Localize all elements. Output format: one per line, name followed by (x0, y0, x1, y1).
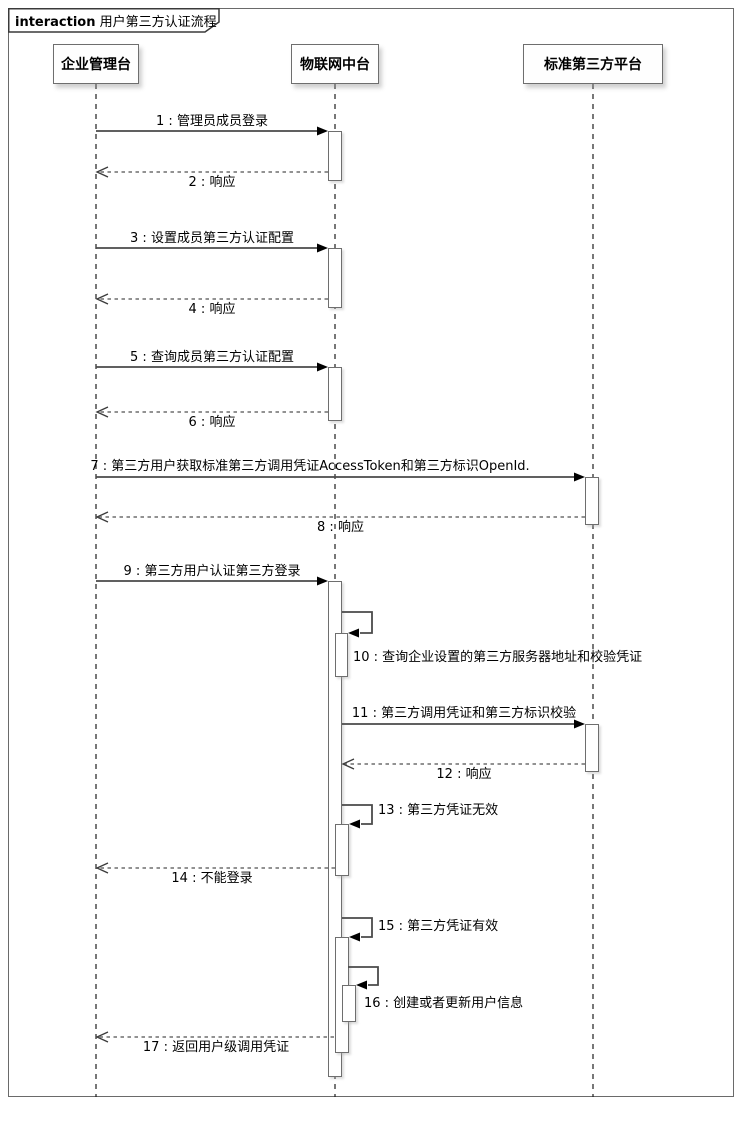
message-9-arrow (96, 576, 328, 586)
message-10-label: 10 : 查询企业设置的第三方服务器地址和校验凭证 (353, 650, 643, 665)
activation-iot-msg3 (328, 248, 342, 308)
message-13-self-arrow (342, 804, 373, 829)
message-17-return-arrow (95, 1031, 334, 1043)
participant-enterprise-console: 企业管理台 (53, 44, 139, 84)
message-6-return-arrow (95, 406, 328, 418)
message-14-return-arrow (95, 862, 335, 874)
message-5-label: 5 : 查询成员第三方认证配置 (130, 350, 294, 365)
diagram-title: interaction 用户第三方认证流程 (15, 11, 217, 30)
message-9-label: 9 : 第三方用户认证第三方登录 (123, 564, 301, 579)
message-6-label: 6 : 响应 (188, 415, 236, 430)
message-4-return-arrow (95, 293, 328, 305)
message-14-label: 14 : 不能登录 (171, 871, 253, 886)
message-8-label: 8 : 响应 (317, 520, 364, 535)
participant-label: 标准第三方平台 (544, 57, 642, 73)
activation-iot-msg16 (342, 985, 356, 1022)
message-16-label: 16 : 创建或者更新用户信息 (364, 996, 524, 1011)
participant-thirdparty-platform: 标准第三方平台 (523, 44, 663, 84)
message-15-self-arrow (342, 917, 373, 942)
message-11-label: 11 : 第三方调用凭证和第三方标识校验 (351, 706, 577, 721)
activation-iot-msg1 (328, 131, 342, 181)
message-13-label: 13 : 第三方凭证无效 (378, 803, 499, 818)
title-keyword: interaction (15, 15, 96, 30)
activation-3p-msg7 (585, 477, 599, 525)
message-5-arrow (96, 362, 328, 372)
diagram-title-tab (8, 8, 220, 33)
activation-iot-msg5 (328, 367, 342, 421)
message-15-label: 15 : 第三方凭证有效 (378, 919, 499, 934)
message-16-self-arrow (348, 966, 379, 990)
message-7-label: 7 : 第三方用户获取标准第三方调用凭证AccessToken和第三方标识Ope… (90, 459, 530, 474)
participant-label: 物联网中台 (300, 57, 370, 73)
message-3-arrow (96, 243, 328, 253)
message-17-label: 17 : 返回用户级调用凭证 (142, 1040, 290, 1055)
participant-iot-platform: 物联网中台 (291, 44, 379, 84)
message-1-label: 1 : 管理员成员登录 (156, 114, 268, 129)
diagram-frame (8, 8, 734, 1097)
activation-3p-msg11 (585, 724, 599, 772)
activation-iot-msg10 (335, 633, 348, 677)
message-12-return-arrow (341, 758, 585, 770)
message-3-label: 3 : 设置成员第三方认证配置 (130, 231, 294, 246)
message-4-label: 4 : 响应 (188, 302, 236, 317)
message-1-arrow (96, 126, 328, 136)
message-2-return-arrow (95, 166, 328, 178)
participant-label: 企业管理台 (61, 57, 131, 73)
message-12-label: 12 : 响应 (436, 767, 492, 782)
title-label: 用户第三方认证流程 (99, 15, 217, 30)
message-10-self-arrow (342, 611, 373, 638)
title-tab-shape (8, 8, 220, 33)
message-7-arrow (96, 472, 585, 482)
message-2-label: 2 : 响应 (188, 175, 236, 190)
message-8-return-arrow (95, 511, 585, 523)
activation-iot-msg13 (335, 824, 349, 876)
message-11-arrow (342, 719, 585, 729)
